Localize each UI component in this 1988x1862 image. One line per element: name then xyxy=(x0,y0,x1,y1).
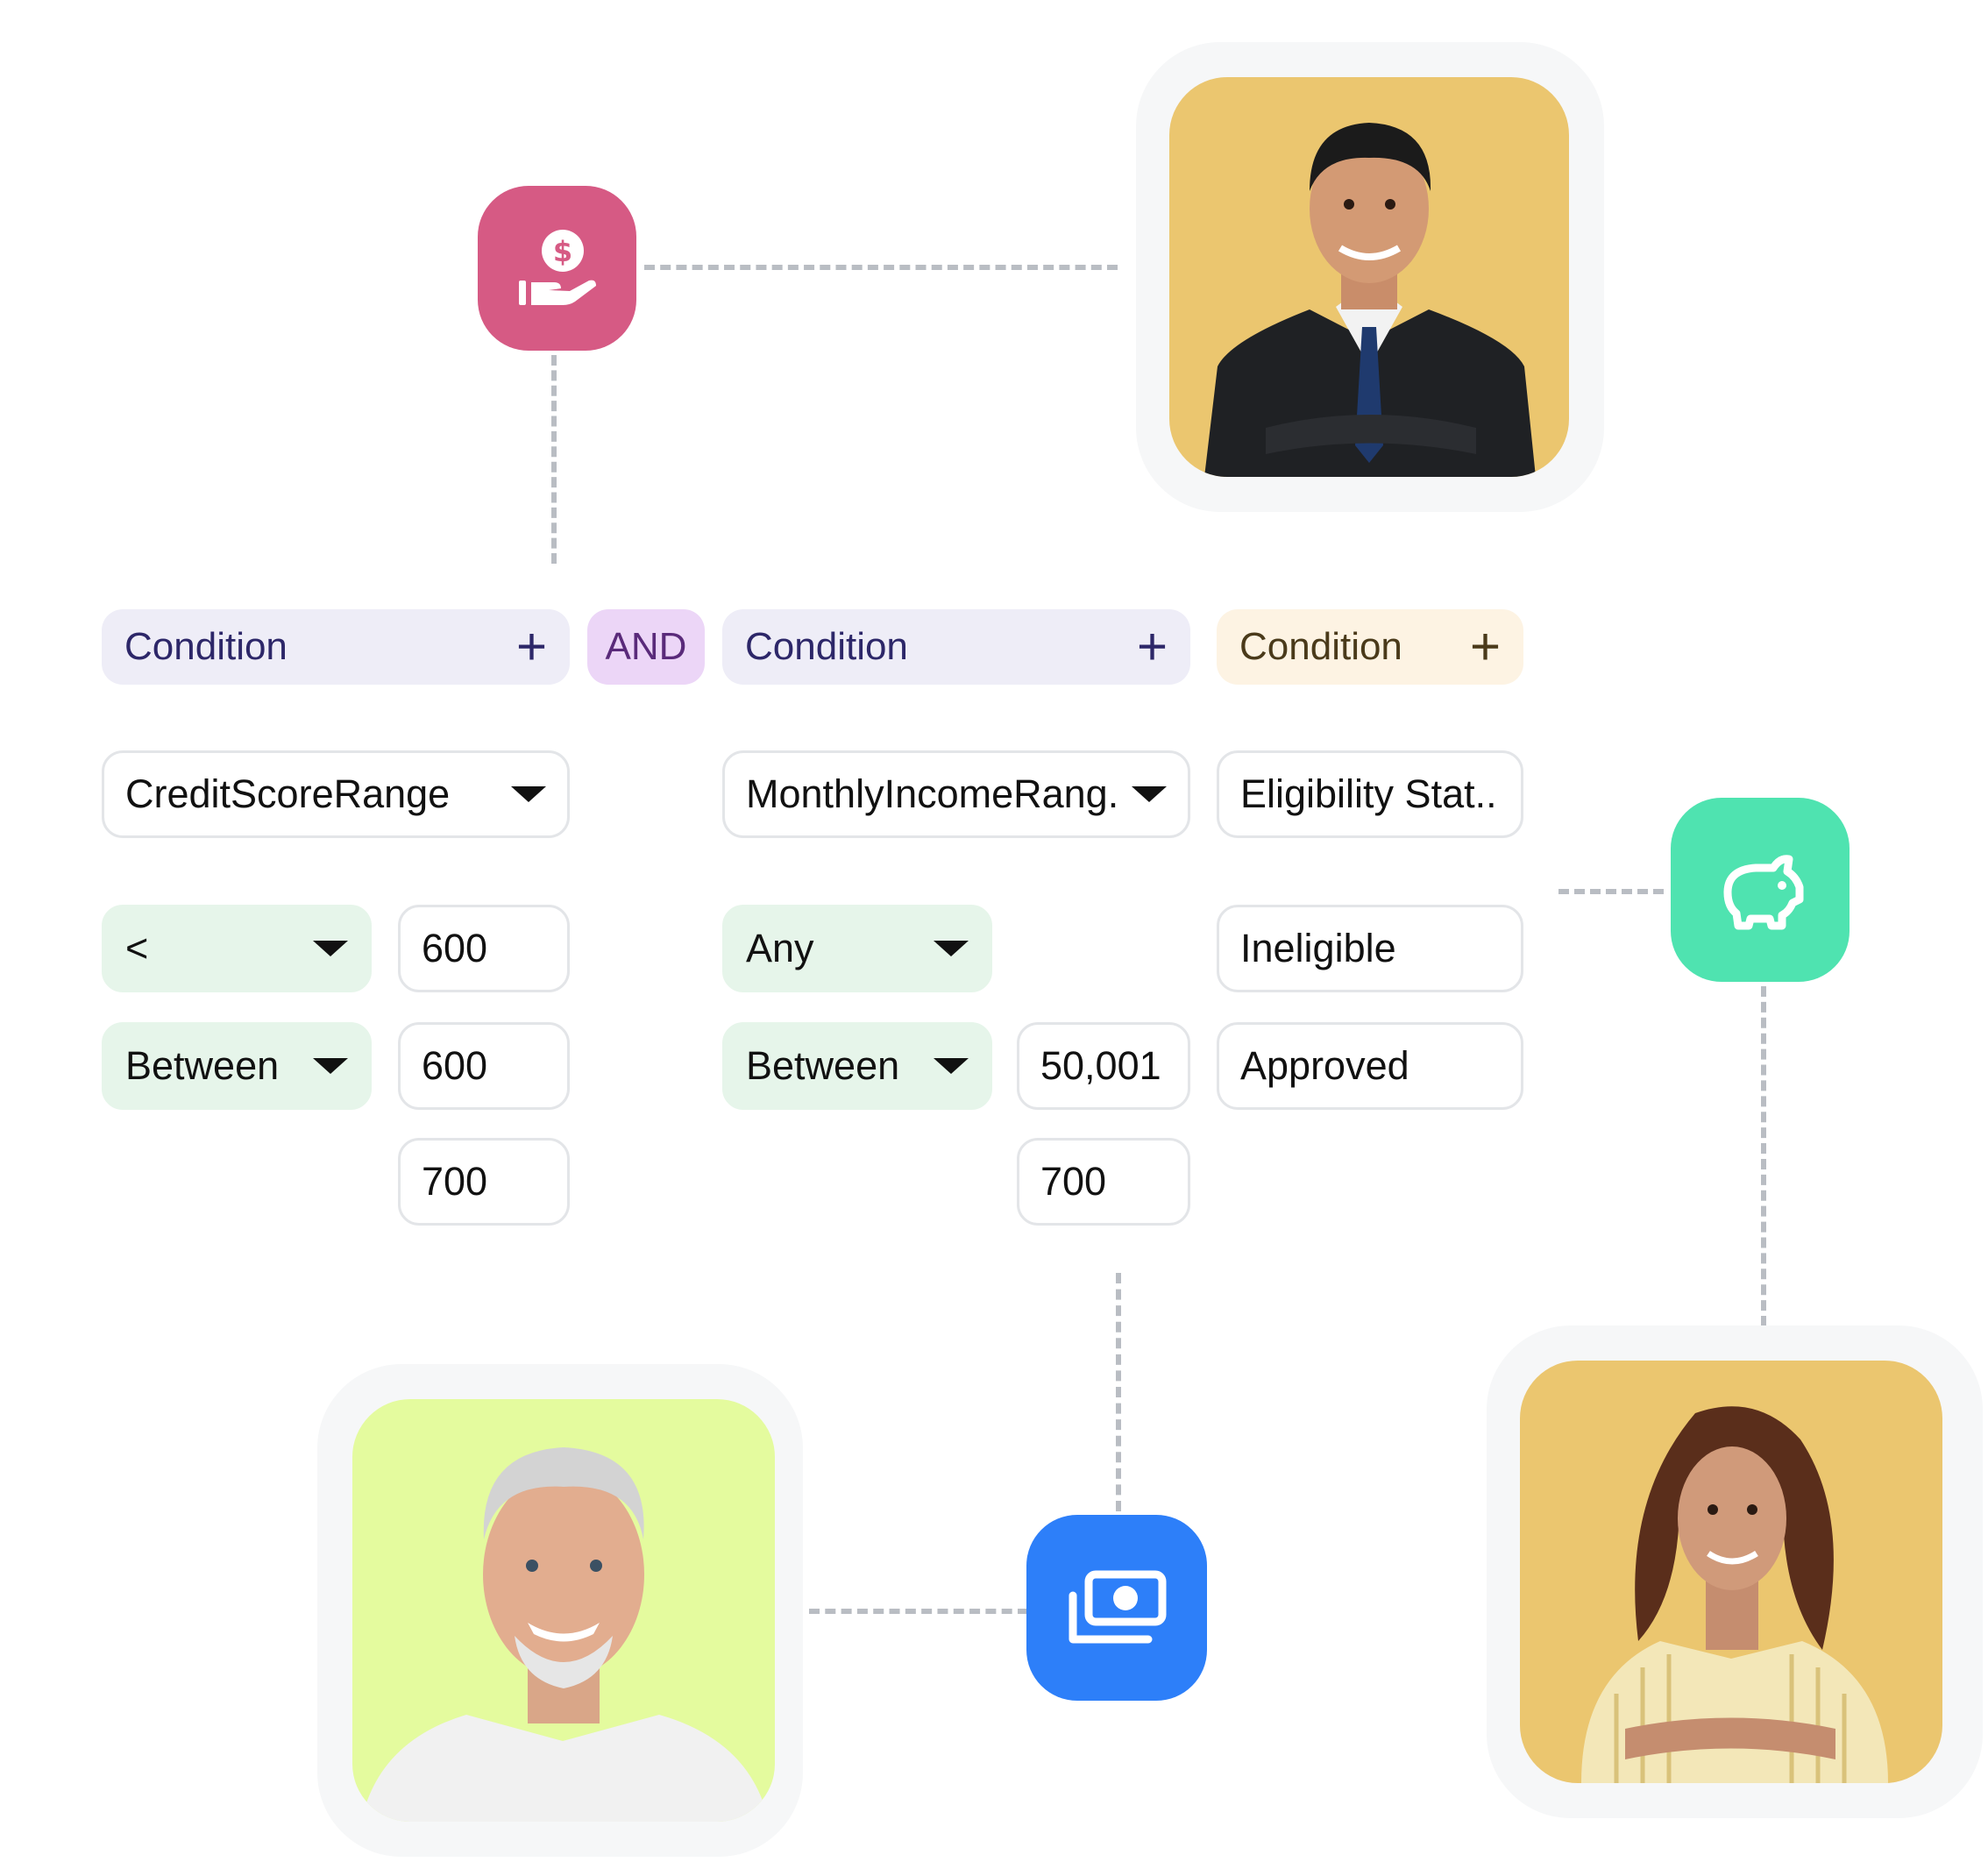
connector-output-to-savings xyxy=(1558,889,1664,894)
man-in-suit-photo xyxy=(1169,77,1569,477)
chevron-down-icon xyxy=(313,1058,348,1074)
add-condition-icon[interactable]: + xyxy=(1136,617,1168,676)
value-input-max[interactable]: 700 xyxy=(1017,1138,1190,1226)
chevron-down-icon xyxy=(511,786,546,802)
woman-photo xyxy=(1520,1361,1942,1783)
value-text: 600 xyxy=(422,926,488,970)
chevron-down-icon xyxy=(934,941,969,956)
connector-loan-to-conditions xyxy=(551,355,557,564)
chevron-down-icon xyxy=(934,1058,969,1074)
monthly-income-field-select[interactable]: MonthlyIncomeRang. xyxy=(722,750,1190,838)
operator-label: Any xyxy=(746,926,814,970)
output-value-approved[interactable]: Approved xyxy=(1217,1022,1523,1110)
operator-select-any[interactable]: Any xyxy=(722,905,992,992)
value-text: Ineligible xyxy=(1240,926,1396,970)
operator-label: Between xyxy=(746,1043,900,1088)
add-condition-icon[interactable]: + xyxy=(515,617,547,676)
operator-select-between[interactable]: Between xyxy=(102,1022,372,1110)
condition-label: Condition xyxy=(124,625,288,668)
and-chip[interactable]: AND xyxy=(587,609,705,685)
value-input-min[interactable]: 600 xyxy=(398,1022,570,1110)
and-label: AND xyxy=(605,625,687,668)
connector-older-man-to-cash xyxy=(809,1609,1028,1614)
chevron-down-icon xyxy=(1132,786,1167,802)
condition-label: Condition xyxy=(745,625,908,668)
piggy-bank-icon[interactable] xyxy=(1671,798,1850,982)
connector-income-to-cash xyxy=(1116,1273,1121,1511)
older-man-photo xyxy=(352,1399,775,1822)
connector-savings-to-woman xyxy=(1761,986,1766,1326)
condition-chip-credit[interactable]: Condition + xyxy=(102,609,570,685)
field-label: Eligibility Stat.. xyxy=(1240,771,1497,816)
hand-dollar-icon[interactable]: $ xyxy=(478,186,636,351)
field-label: MonthlyIncomeRang. xyxy=(746,771,1119,816)
value-text: 50,001 xyxy=(1040,1043,1161,1088)
condition-chip-eligibility[interactable]: Condition + xyxy=(1217,609,1523,685)
credit-score-field-select[interactable]: CreditScoreRange xyxy=(102,750,570,838)
operator-label: < xyxy=(125,926,149,970)
operator-select-between[interactable]: Between xyxy=(722,1022,992,1110)
operator-label: Between xyxy=(125,1043,280,1088)
value-input-max[interactable]: 700 xyxy=(398,1138,570,1226)
chevron-down-icon xyxy=(313,941,348,956)
value-input-min[interactable]: 50,001 xyxy=(1017,1022,1190,1110)
value-input[interactable]: 600 xyxy=(398,905,570,992)
output-value-ineligible[interactable]: Ineligible xyxy=(1217,905,1523,992)
value-text: 700 xyxy=(422,1159,488,1204)
value-text: Approved xyxy=(1240,1043,1409,1088)
value-text: 600 xyxy=(422,1043,488,1088)
add-condition-icon[interactable]: + xyxy=(1469,617,1501,676)
money-stack-icon[interactable] xyxy=(1026,1515,1207,1701)
eligibility-status-field[interactable]: Eligibility Stat.. xyxy=(1217,750,1523,838)
condition-chip-income[interactable]: Condition + xyxy=(722,609,1190,685)
condition-label: Condition xyxy=(1239,625,1402,668)
svg-text:$: $ xyxy=(552,235,572,268)
connector-loan-to-man xyxy=(644,265,1118,270)
value-text: 700 xyxy=(1040,1159,1107,1204)
operator-select-less-than[interactable]: < xyxy=(102,905,372,992)
field-label: CreditScoreRange xyxy=(125,771,451,816)
